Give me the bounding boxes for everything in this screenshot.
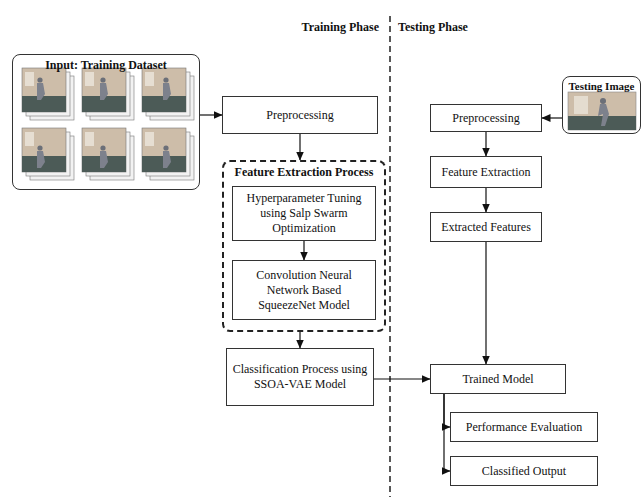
process-box: Preprocessing <box>222 96 378 134</box>
flow-arrow <box>374 378 430 379</box>
flow-arrow <box>485 242 486 364</box>
box-text: Feature Extraction <box>442 165 531 180</box>
image-panel: Testing Image <box>562 76 641 134</box>
testing-image <box>568 92 636 130</box>
box-text: Trained Model <box>462 372 533 387</box>
process-box: Trained Model <box>430 364 566 394</box>
box-text: Hyperparameter Tuning using Salp Swarm O… <box>237 191 371 236</box>
flow-arrow <box>303 241 304 260</box>
flow-arrow <box>485 132 486 156</box>
box-title: Testing Image <box>563 80 640 94</box>
flow-arrow <box>485 188 486 212</box>
phase-label: Testing Phase <box>398 20 468 35</box>
process-box: Performance Evaluation <box>450 412 598 442</box>
group-box: Feature Extraction ProcessHyperparameter… <box>222 160 386 332</box>
process-box: Hyperparameter Tuning using Salp Swarm O… <box>232 186 376 241</box>
phase-divider <box>389 16 390 497</box>
process-box: Feature Extraction <box>430 156 542 188</box>
phase-label: Training Phase <box>302 20 379 35</box>
process-box: Classification Process using SSOA-VAE Mo… <box>226 348 374 406</box>
training-images <box>22 68 194 180</box>
box-text: Convolution Neural Network Based Squeeze… <box>237 268 371 313</box>
flow-arrow <box>542 117 562 118</box>
box-text: Performance Evaluation <box>466 420 582 435</box>
box-title: Feature Extraction Process <box>224 165 384 180</box>
box-title: Input: Training Dataset <box>13 58 199 73</box>
process-box: Convolution Neural Network Based Squeeze… <box>232 260 376 320</box>
box-text: Classified Output <box>482 464 566 479</box>
image-panel: Input: Training Dataset <box>12 54 200 190</box>
flow-arrow <box>200 114 222 115</box>
box-text: Preprocessing <box>452 111 519 126</box>
process-box: Preprocessing <box>430 104 542 132</box>
box-text: Extracted Features <box>441 220 531 235</box>
box-text: Classification Process using SSOA-VAE Mo… <box>231 362 369 392</box>
process-box: Classified Output <box>450 456 598 486</box>
box-text: Preprocessing <box>266 108 333 123</box>
process-box: Extracted Features <box>430 212 542 242</box>
flow-arrow <box>299 332 300 348</box>
flow-arrow <box>299 134 300 160</box>
